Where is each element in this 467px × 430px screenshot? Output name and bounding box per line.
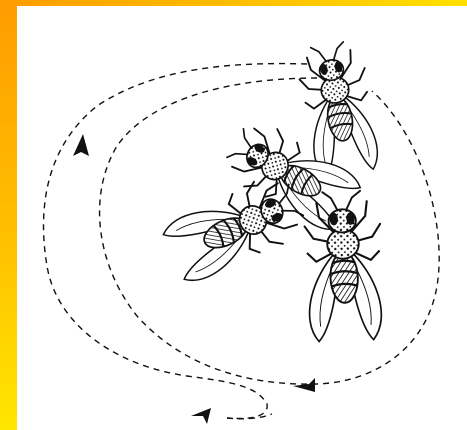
arrow-bottom-left — [191, 408, 211, 424]
bee-follower-top — [294, 39, 382, 179]
arrow-upper-left — [73, 134, 89, 156]
bee-follower-left — [159, 169, 310, 288]
waggle-dance-illustration — [17, 6, 467, 430]
outer-dashed-loop — [44, 64, 307, 419]
bottom-dashed-tail — [227, 414, 272, 419]
inner-dashed-loop — [100, 78, 440, 384]
arrow-bottom-right — [293, 378, 315, 392]
left-color-stripe — [0, 0, 17, 430]
waggle-dance-drawing — [17, 6, 467, 430]
